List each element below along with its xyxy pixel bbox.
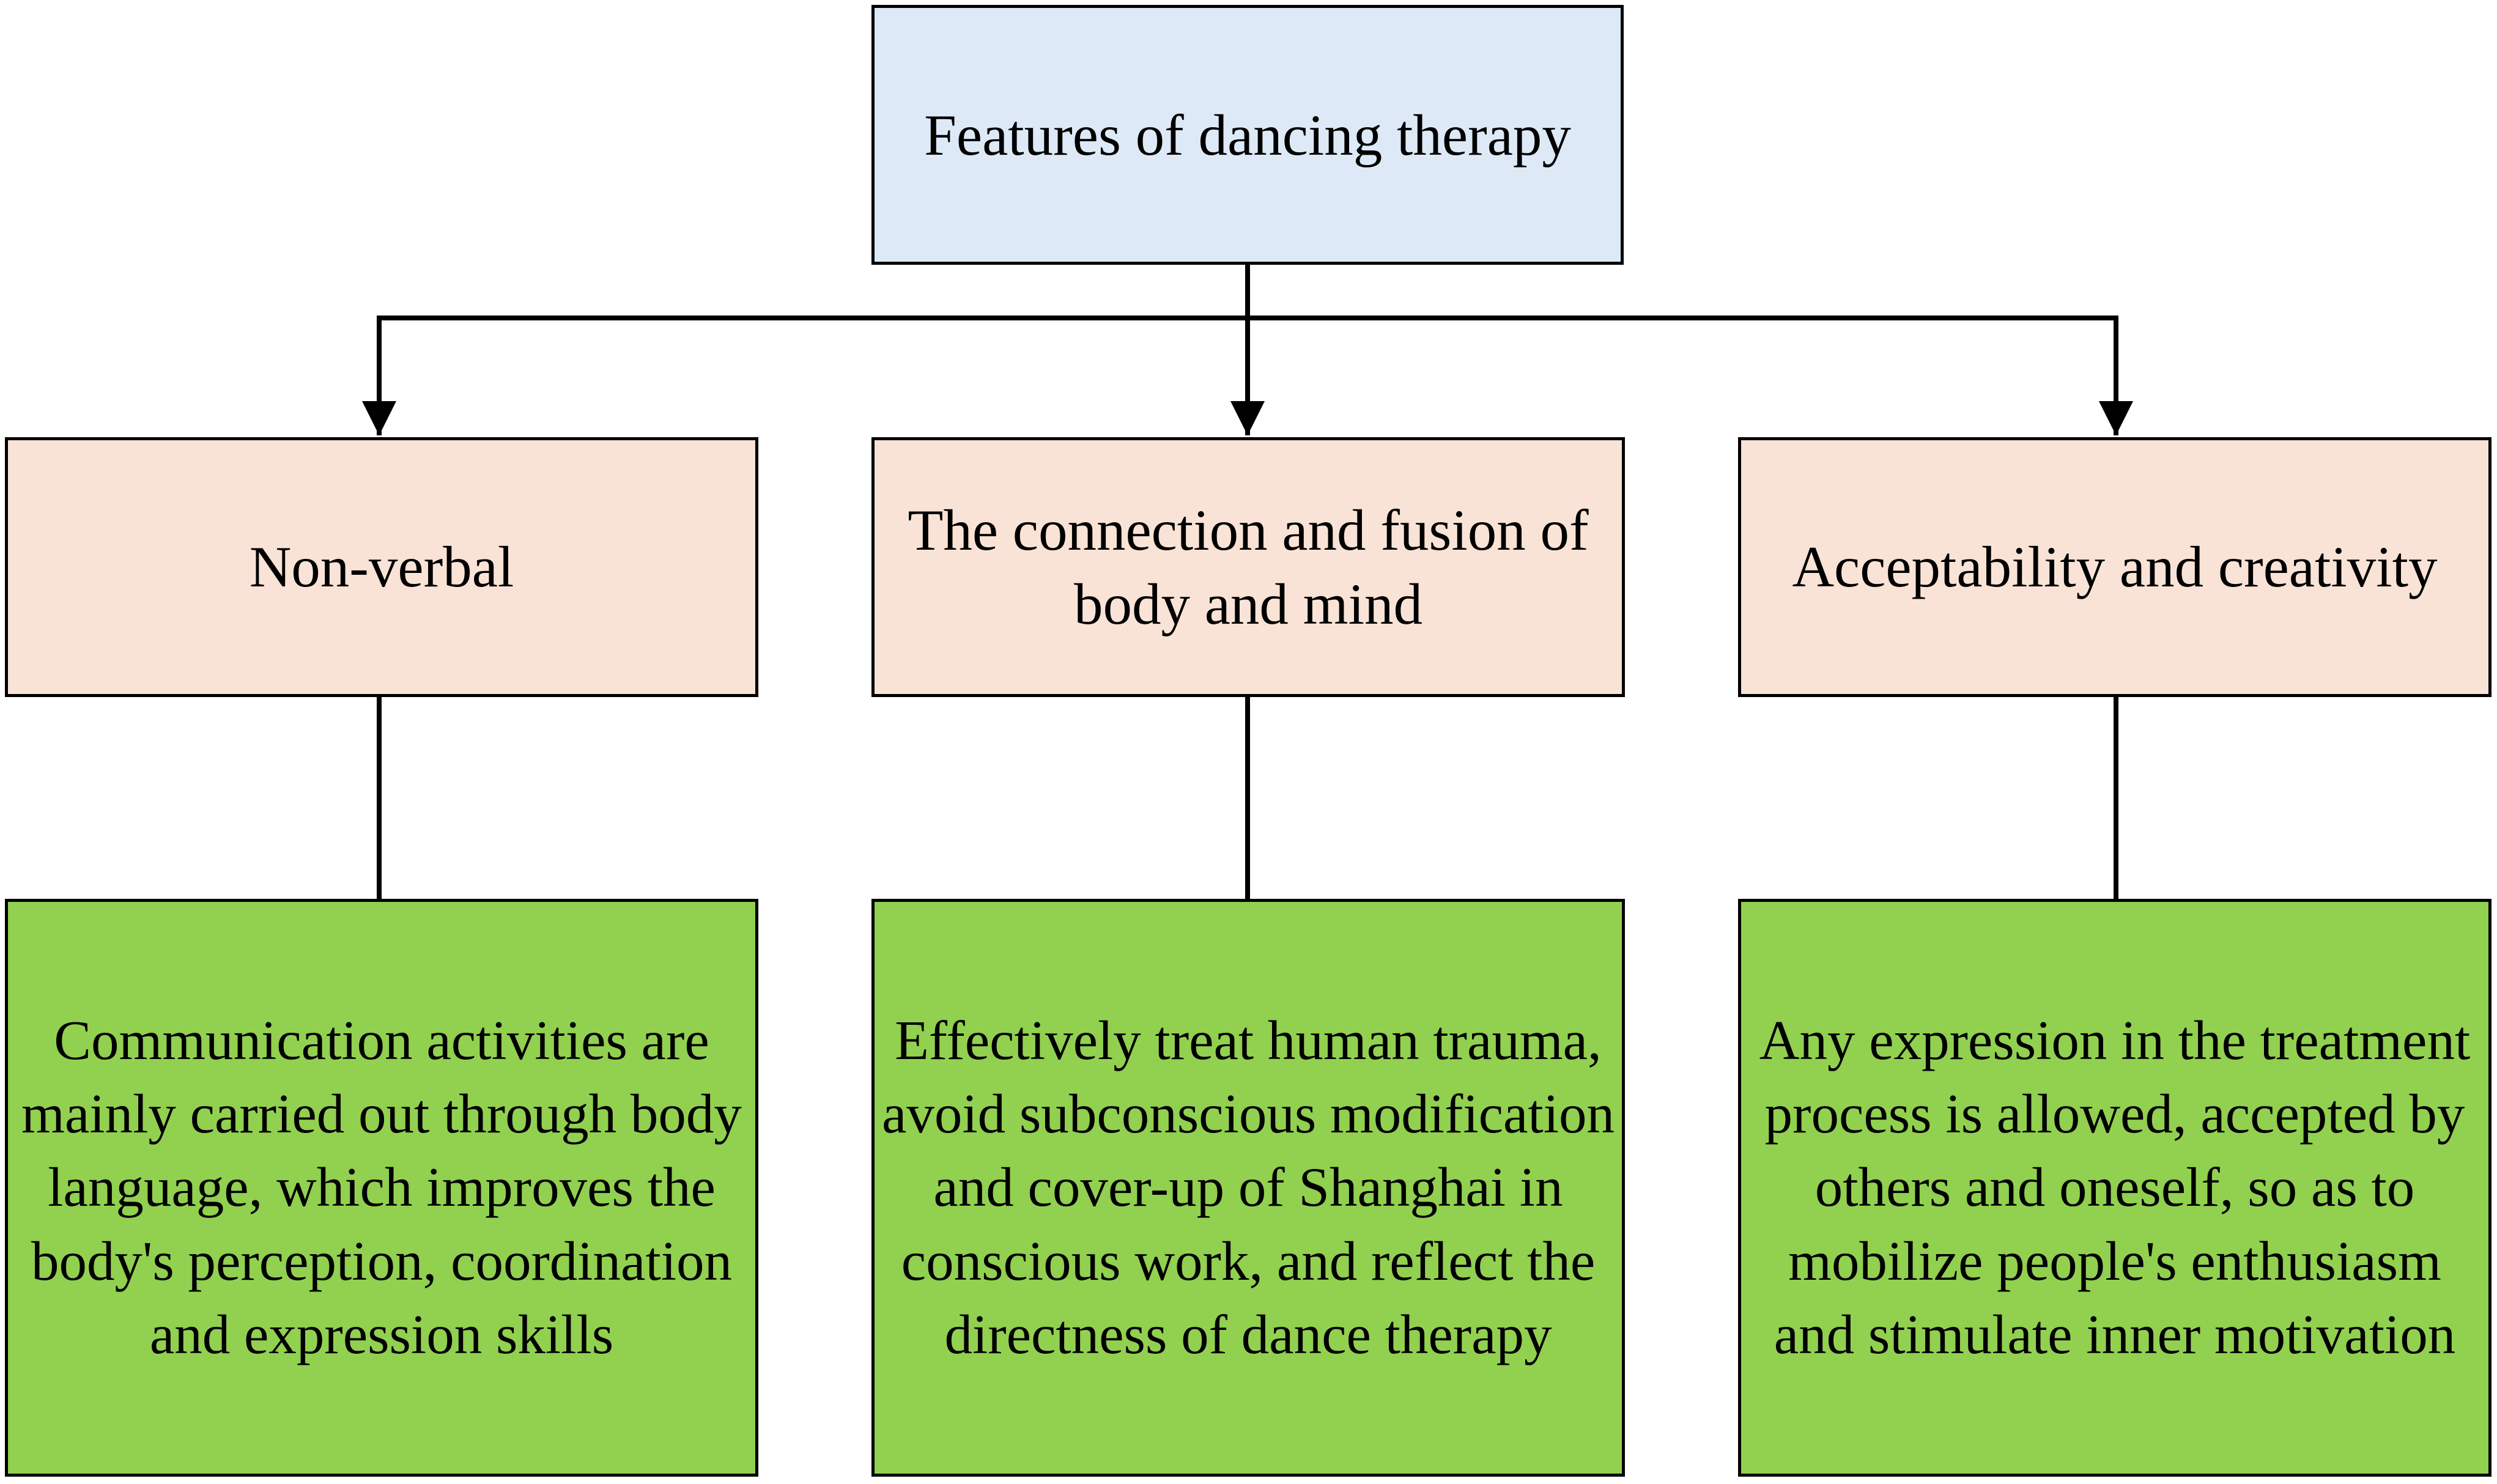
feature-label: Acceptability and creativity bbox=[1792, 534, 2438, 600]
detail-node-non-verbal: Communication activities are mainly carr… bbox=[5, 899, 758, 1477]
detail-text: Effectively treat human trauma, avoid su… bbox=[882, 1010, 1615, 1365]
feature-label: The connection and fusion of body and mi… bbox=[908, 497, 1589, 637]
detail-node-body-mind: Effectively treat human trauma, avoid su… bbox=[871, 899, 1625, 1477]
detail-node-acceptability: Any expression in the treatment process … bbox=[1738, 899, 2491, 1477]
feature-node-non-verbal: Non-verbal bbox=[5, 437, 758, 697]
feature-node-acceptability: Acceptability and creativity bbox=[1738, 437, 2491, 697]
feature-label: Non-verbal bbox=[249, 534, 514, 600]
root-label: Features of dancing therapy bbox=[924, 102, 1571, 168]
root-node: Features of dancing therapy bbox=[871, 5, 1624, 265]
detail-text: Any expression in the treatment process … bbox=[1759, 1010, 2471, 1365]
detail-text: Communication activities are mainly carr… bbox=[21, 1010, 742, 1365]
feature-node-body-mind: The connection and fusion of body and mi… bbox=[871, 437, 1625, 697]
